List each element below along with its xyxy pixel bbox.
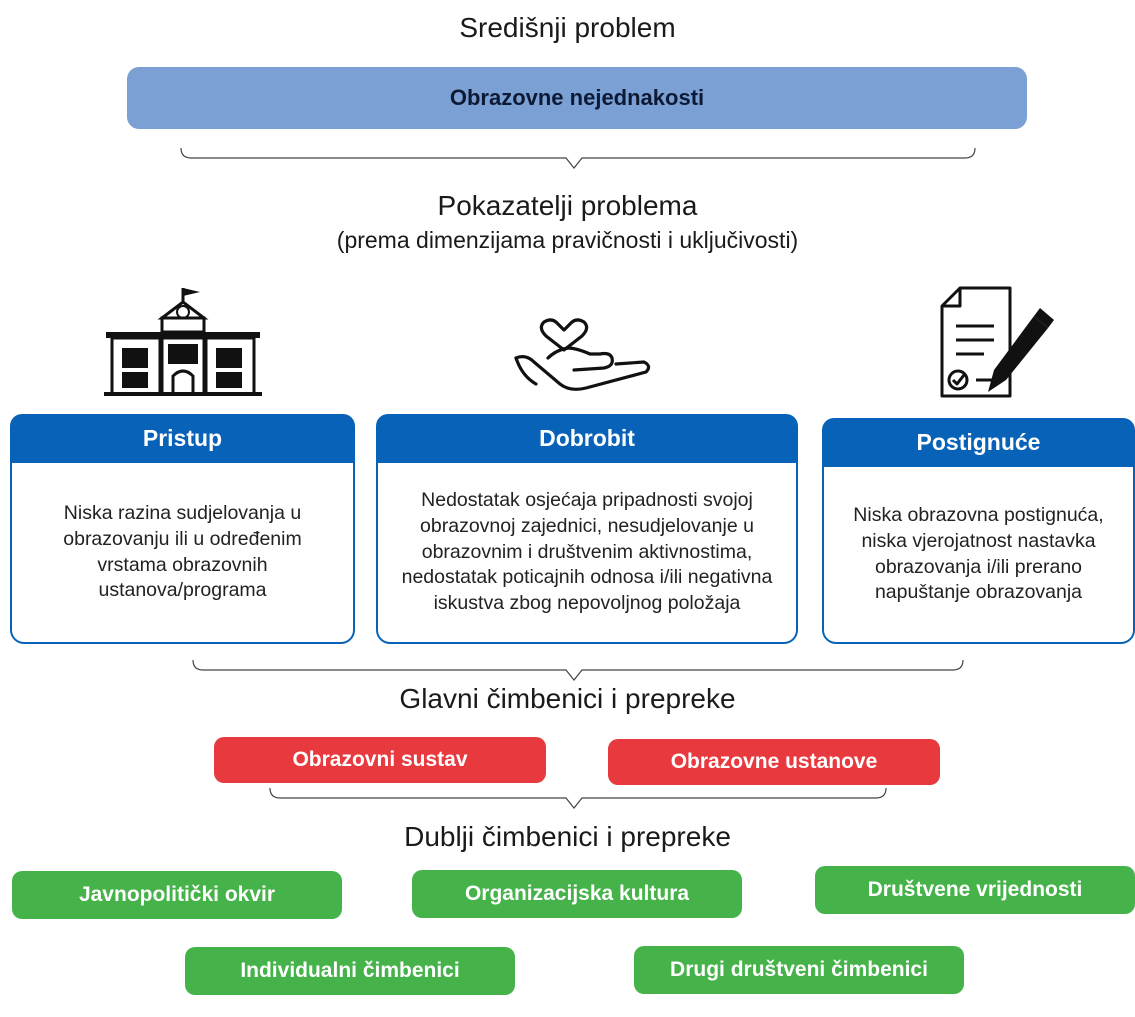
deeper-factor-individual-factors: Individualni čimbenici [185, 947, 515, 995]
category-text-pristup: Niska razina sudjelovanja u obrazovanju … [63, 502, 302, 602]
main-factor-education-system: Obrazovni sustav [214, 737, 546, 783]
category-header-postignuce: Postignuće [822, 418, 1135, 466]
category-header-pristup: Pristup [10, 414, 355, 462]
deeper-factors-heading: Dublji čimbenici i prepreke [404, 821, 731, 852]
indicators-subheading: (prema dimenzijama pravičnosti i uključi… [336, 227, 799, 253]
indicators-heading: Pokazatelji problema [437, 190, 698, 221]
category-text-dobrobit: Nedostatak osjećaja pripadnosti svojoj o… [401, 489, 773, 615]
deeper-factor-other-social-factors: Drugi društveni čimbenici [634, 946, 964, 994]
document-signing-icon [940, 286, 1054, 398]
category-box-postignuce: Niska obrazovna postignuća, niska vjeroj… [822, 465, 1135, 644]
central-problem-box: Obrazovne nejednakosti [127, 67, 1027, 129]
school-building-icon [104, 288, 262, 396]
heart-in-hand-icon [514, 318, 651, 391]
main-factor-education-institutions: Obrazovne ustanove [608, 739, 940, 785]
deeper-factor-policy-framework: Javnopolitički okvir [12, 871, 342, 919]
brace-main-factors [269, 787, 887, 809]
deeper-factor-organizational-culture: Organizacijska kultura [412, 870, 742, 918]
brace-central [180, 147, 976, 169]
brace-indicators [192, 659, 964, 681]
category-header-dobrobit: Dobrobit [376, 414, 798, 462]
central-problem-heading: Središnji problem [459, 12, 676, 43]
main-factors-heading: Glavni čimbenici i prepreke [399, 683, 736, 714]
deeper-factor-social-values: Društvene vrijednosti [815, 866, 1135, 914]
category-box-dobrobit: Nedostatak osjećaja pripadnosti svojoj o… [376, 461, 798, 644]
category-text-postignuce: Niska obrazovna postignuća, niska vjeroj… [853, 504, 1104, 604]
category-box-pristup: Niska razina sudjelovanja u obrazovanju … [10, 461, 355, 644]
